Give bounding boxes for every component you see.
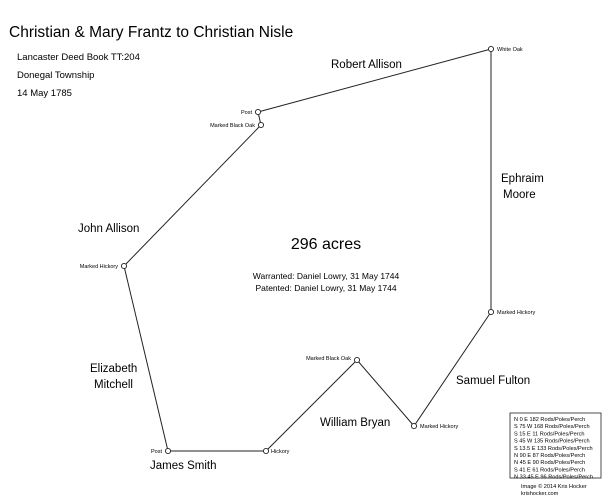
image-credit-url: krishocker.com: [521, 491, 559, 497]
calls-box-frame: [509, 412, 602, 479]
corner-label-hickory-right: Marked Hickory: [497, 310, 535, 316]
corner-marker-white-oak: [487, 45, 495, 53]
corner-marker-black-oak-bottom: [353, 356, 361, 364]
patented-line: Patented: Daniel Lowry, 31 May 1744: [255, 283, 396, 293]
corner-marker-hickory-right: [487, 308, 495, 316]
call-line: N 90 E 87 Rods/Poles/Perch: [514, 453, 585, 459]
neighbor-elizabeth: Elizabeth: [90, 363, 137, 375]
corner-marker-hickory-bottom: [410, 422, 418, 430]
call-line: S 15 E 11 Rods/Poles/Perch: [514, 431, 584, 437]
call-line: S 75 W 168 Rods/Poles/Perch: [514, 424, 590, 430]
corner-label-hickory-left: Marked Hickory: [80, 264, 118, 270]
survey-calls-box: N 0 E 182 Rods/Poles/Perch S 75 W 168 Ro…: [509, 412, 602, 481]
corner-marker-post-top: [254, 108, 262, 116]
corner-label-black-oak-top: Marked Black Oak: [210, 123, 255, 129]
neighbor-ephraim: Ephraim: [501, 173, 544, 185]
call-line: N 45 E 90 Rods/Poles/Perch: [514, 460, 585, 466]
corner-label-hickory-bottom: Marked Hickory: [420, 424, 458, 430]
corner-marker-post-bottom: [164, 447, 172, 455]
call-line: S 45 W 135 Rods/Poles/Perch: [514, 439, 590, 445]
corner-label-hickory: Hickory: [271, 449, 290, 455]
corner-label-white-oak: White Oak: [497, 47, 523, 53]
deed-date: 14 May 1785: [17, 88, 72, 99]
call-line: S 13.5 E 133 Rods/Poles/Perch: [514, 446, 593, 452]
corner-marker-hickory: [262, 447, 270, 455]
neighbor-john-allison: John Allison: [78, 223, 139, 235]
neighbor-william-bryan: William Bryan: [320, 417, 390, 429]
neighbor-mitchell: Mitchell: [94, 379, 133, 391]
call-line: N 33.45 E 96 Rods/Poles/Perch: [514, 475, 593, 481]
call-line: S 41 E 61 Rods/Poles/Perch: [514, 467, 585, 473]
warranted-line: Warranted: Daniel Lowry, 31 May 1744: [253, 271, 400, 281]
deed-book: Lancaster Deed Book TT:204: [17, 52, 140, 63]
corner-label-black-oak-bottom: Marked Black Oak: [306, 356, 351, 362]
township: Donegal Township: [17, 70, 94, 81]
image-credit: Image © 2014 Kris Hocker: [521, 483, 587, 490]
neighbor-moore: Moore: [503, 189, 536, 201]
call-line: N 0 E 182 Rods/Poles/Perch: [514, 417, 585, 423]
corner-label-post-top: Post: [241, 110, 252, 116]
corner-marker-hickory-left: [120, 262, 128, 270]
neighbor-james-smith: James Smith: [150, 460, 216, 472]
corner-label-post-bottom: Post: [151, 449, 162, 455]
tract-boundary: [123, 48, 492, 452]
neighbor-samuel-fulton: Samuel Fulton: [456, 375, 530, 387]
neighbor-robert-allison: Robert Allison: [331, 59, 402, 71]
plat-title: Christian & Mary Frantz to Christian Nis…: [9, 24, 293, 41]
acreage: 296 acres: [291, 236, 361, 253]
corner-marker-black-oak-top: [257, 121, 265, 129]
